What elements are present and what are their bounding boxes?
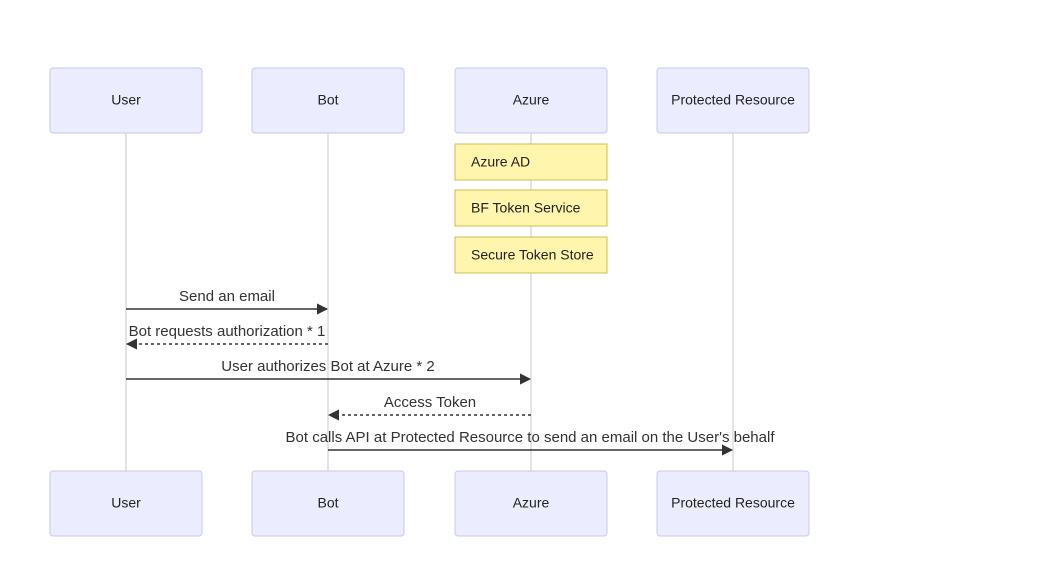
message-access-token: Access Token bbox=[327, 394, 531, 421]
participant-protected-resource-bottom: Protected Resource bbox=[656, 470, 810, 537]
message-label: Send an email bbox=[179, 288, 275, 305]
note-label: Secure Token Store bbox=[471, 247, 594, 263]
message-label: Bot calls API at Protected Resource to s… bbox=[286, 429, 776, 446]
participant-bot-top: Bot bbox=[251, 67, 405, 134]
participant-label: User bbox=[111, 495, 141, 511]
message-label: Bot requests authorization * 1 bbox=[129, 323, 326, 340]
message-label: Access Token bbox=[384, 394, 476, 411]
participant-label: Azure bbox=[513, 92, 550, 108]
message-bot-calls-api: Bot calls API at Protected Resource to s… bbox=[286, 429, 776, 456]
note-label: Azure AD bbox=[471, 154, 530, 170]
participant-azure-bottom: Azure bbox=[454, 470, 608, 537]
message-user-authorizes-bot: User authorizes Bot at Azure * 2 bbox=[126, 358, 532, 385]
participant-label: Protected Resource bbox=[671, 92, 795, 108]
note-label: BF Token Service bbox=[471, 200, 581, 216]
note-bf-token-service: BF Token Service bbox=[454, 189, 608, 227]
participant-user-bottom: User bbox=[49, 470, 203, 537]
participant-label: User bbox=[111, 92, 141, 108]
participant-azure-top: Azure bbox=[454, 67, 608, 134]
participant-bot-bottom: Bot bbox=[251, 470, 405, 537]
message-send-an-email: Send an email bbox=[126, 288, 329, 315]
note-azure-ad: Azure AD bbox=[454, 143, 608, 181]
participant-label: Azure bbox=[513, 495, 550, 511]
message-label: User authorizes Bot at Azure * 2 bbox=[221, 358, 434, 375]
participant-label: Bot bbox=[317, 92, 338, 108]
participant-protected-resource-top: Protected Resource bbox=[656, 67, 810, 134]
note-secure-token-store: Secure Token Store bbox=[454, 236, 608, 274]
participant-label: Protected Resource bbox=[671, 495, 795, 511]
participant-label: Bot bbox=[317, 495, 338, 511]
message-bot-requests-authorization: Bot requests authorization * 1 bbox=[125, 323, 328, 350]
participant-user-top: User bbox=[49, 67, 203, 134]
